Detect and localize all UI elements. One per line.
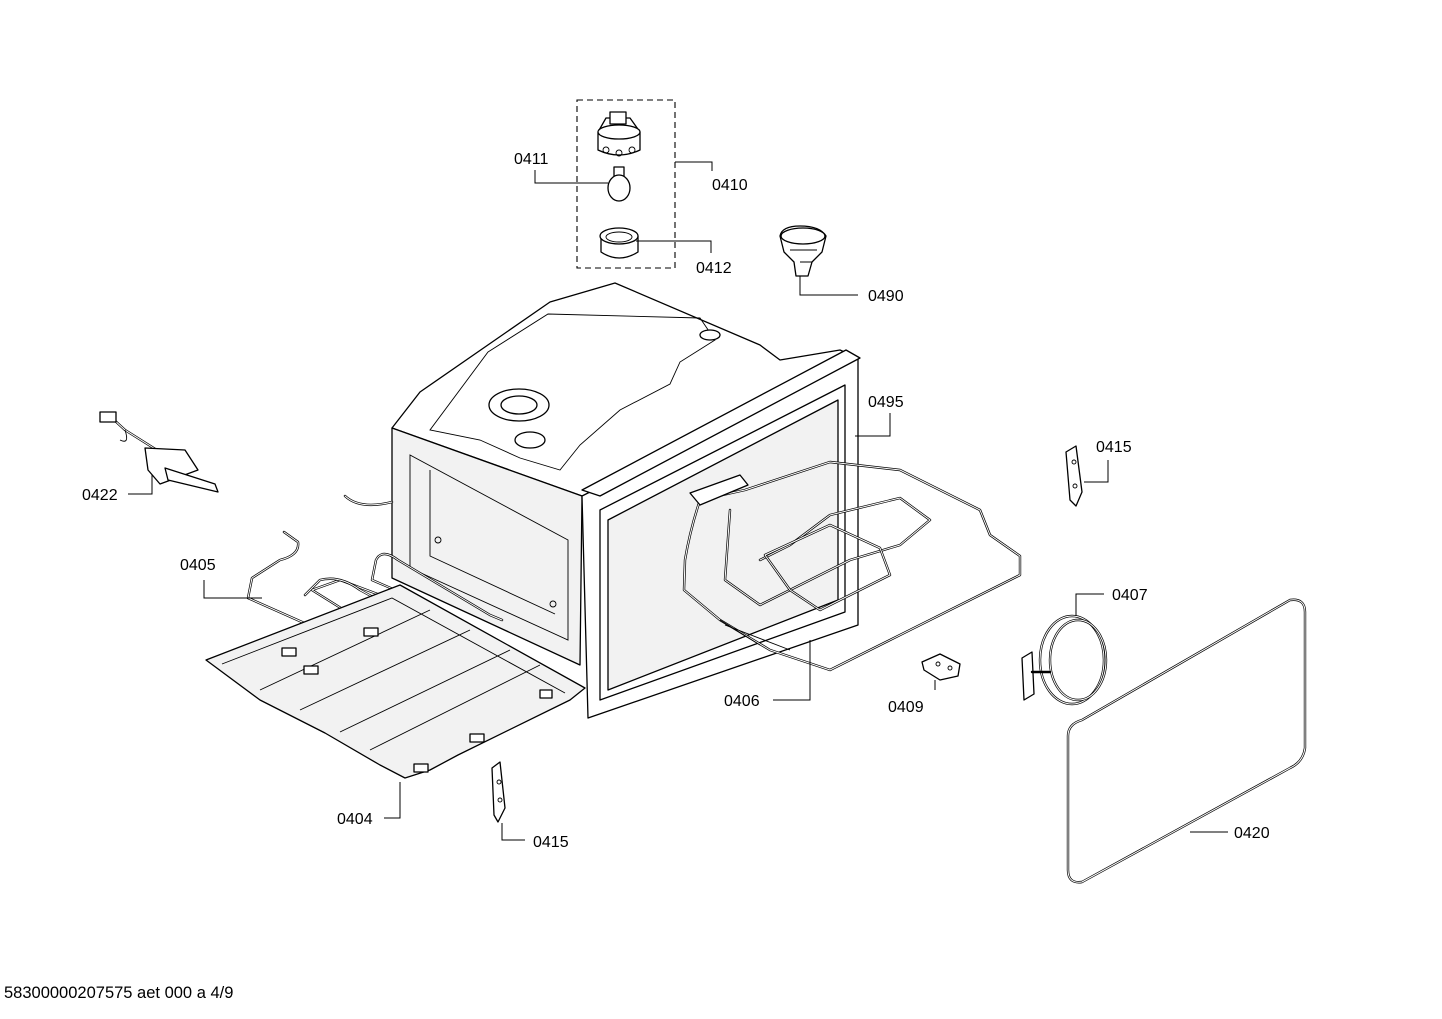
part-0409-drawing	[921, 653, 961, 690]
label-0410: 0410	[712, 177, 748, 194]
leader-0406	[773, 640, 811, 701]
label-0490: 0490	[868, 288, 904, 305]
label-0420: 0420	[1234, 825, 1270, 842]
leader-0405	[203, 580, 262, 599]
part-0407-drawing	[1021, 593, 1108, 706]
label-0409: 0409	[888, 699, 924, 716]
leader-0415-upper	[1084, 460, 1109, 483]
label-0407: 0407	[1112, 587, 1148, 604]
label-0406: 0406	[724, 693, 760, 710]
label-0404: 0404	[337, 811, 373, 828]
leader-0412	[636, 240, 712, 253]
label-0422: 0422	[82, 487, 118, 504]
label-0495: 0495	[868, 394, 904, 411]
label-0415-lower: 0415	[533, 834, 569, 851]
label-0412: 0412	[696, 260, 732, 277]
glass-cover-drawing	[599, 227, 639, 259]
part-labels: 0411 0410 0412 0490 0495 0415 0422 0405 …	[82, 151, 1270, 851]
part-0415-upper-drawing	[1065, 445, 1109, 507]
part-0422-drawing	[99, 411, 219, 495]
lamp-assembly-dashed-frame	[576, 99, 676, 269]
document-code: 58300000207575 aet 000 a 4/9	[4, 984, 233, 1002]
leader-0495	[855, 413, 891, 437]
leader-0490	[799, 276, 858, 296]
label-0411: 0411	[514, 151, 549, 168]
lamp-holder-drawing	[597, 111, 641, 157]
part-0420-drawing	[1066, 598, 1307, 884]
part-0406-drawing	[682, 460, 1022, 701]
leader-0404	[384, 782, 401, 819]
part-0404-drawing	[205, 584, 586, 819]
part-0415-lower-drawing	[491, 761, 525, 841]
lamp-assembly-group	[534, 99, 713, 269]
leader-0407	[1075, 593, 1104, 616]
bulb-drawing	[607, 166, 631, 202]
oven-cavity-drawing	[343, 282, 891, 719]
label-0415-upper: 0415	[1096, 439, 1132, 456]
label-0405: 0405	[180, 557, 216, 574]
leader-0411	[534, 170, 608, 184]
leader-0422	[128, 475, 153, 495]
leader-0410	[675, 161, 713, 171]
leader-0415-lower	[501, 823, 525, 841]
part-0490-drawing	[779, 225, 858, 296]
